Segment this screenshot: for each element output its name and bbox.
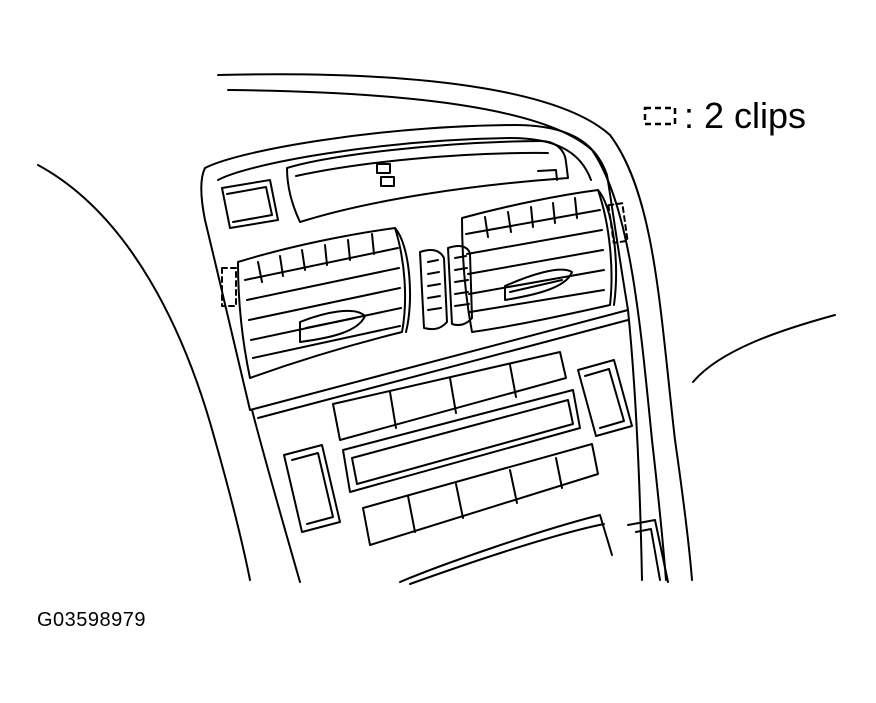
right-air-vent <box>461 189 617 333</box>
left-air-vent <box>237 227 412 379</box>
clock-display <box>286 140 569 223</box>
legend: : 2 clips <box>642 96 806 136</box>
center-thumbwheels <box>419 245 473 331</box>
dashed-rectangle-clip-icon <box>642 105 678 127</box>
display-slot <box>342 389 581 493</box>
lower-button-row <box>362 443 599 546</box>
legend-label: : 2 clips <box>684 95 807 136</box>
upper-button-row <box>332 351 567 441</box>
right-clip <box>607 202 629 244</box>
lower-console-panel <box>251 309 643 583</box>
figure-id: G03598979 <box>37 609 147 631</box>
dashboard-outline <box>37 73 836 581</box>
left-clip <box>221 267 237 307</box>
left-side-button <box>283 444 341 533</box>
top-left-button <box>221 179 279 229</box>
right-side-button <box>577 359 633 437</box>
bottom-details <box>399 514 669 585</box>
center-bezel <box>200 124 629 411</box>
